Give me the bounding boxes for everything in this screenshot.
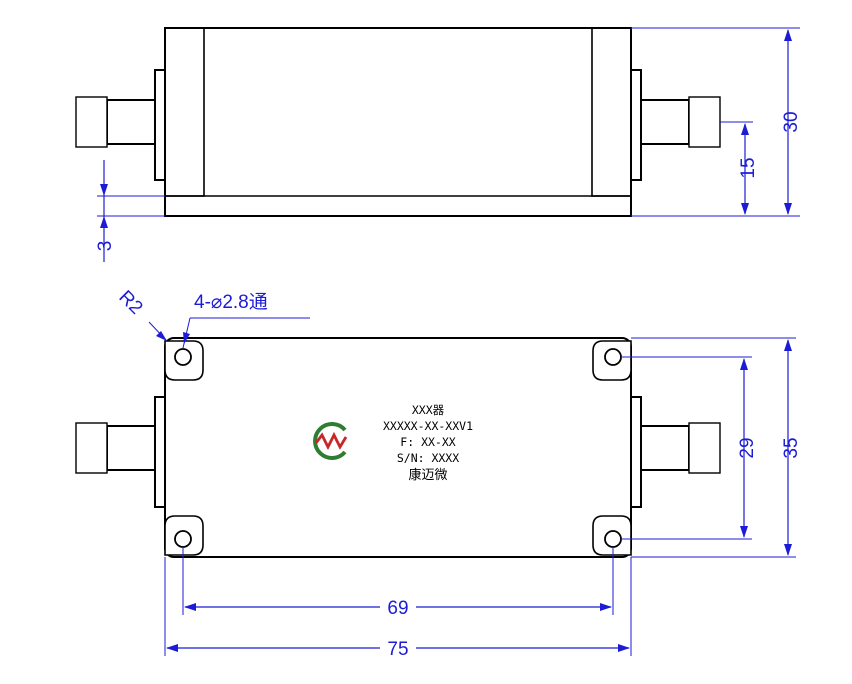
- mounting-hole-top-right: [592, 340, 632, 381]
- top-left-thread: [75, 96, 108, 148]
- corner-radius-note: R2: [114, 287, 146, 319]
- bottom-left-thread: [75, 422, 108, 474]
- logo: [313, 422, 348, 460]
- bottom-left-flange: [154, 396, 166, 508]
- mounting-hole-bottom-right: [592, 515, 632, 556]
- top-right-barrel: [640, 99, 690, 145]
- dim-text-3: 3: [95, 241, 116, 252]
- top-view: 30 15 3: [75, 27, 802, 262]
- bottom-right-barrel: [640, 425, 690, 471]
- hole-note: 4-⌀2.8通: [194, 291, 268, 313]
- mounting-hole-top-left: [164, 340, 204, 381]
- dim-text-15: 15: [738, 157, 759, 178]
- mounting-hole-bottom-left: [164, 515, 204, 556]
- dim-text-29: 29: [737, 437, 758, 458]
- bottom-right-thread: [688, 422, 721, 474]
- bottom-view: XXX器 XXXXX-XX-XXV1 F: XX-XX S/N: XXXX 康迈…: [75, 287, 802, 660]
- label-brand: 康迈微: [408, 467, 447, 483]
- dim-text-35: 35: [781, 437, 802, 458]
- product-label: XXX器 XXXXX-XX-XXV1 F: XX-XX S/N: XXXX 康迈…: [383, 403, 473, 483]
- label-serial-number: S/N: XXXX: [397, 451, 459, 465]
- bottom-body: [164, 337, 632, 558]
- top-right-flange: [630, 69, 642, 181]
- top-right-thread: [688, 96, 721, 148]
- top-left-barrel: [106, 99, 156, 145]
- bottom-right-flange: [630, 396, 642, 508]
- top-body: [164, 27, 632, 217]
- dim-text-30: 30: [781, 111, 802, 132]
- label-product-type: XXX器: [412, 403, 445, 417]
- label-frequency: F: XX-XX: [400, 435, 455, 449]
- top-left-flange: [154, 69, 166, 181]
- dim-text-75: 75: [387, 639, 408, 660]
- bottom-left-barrel: [106, 425, 156, 471]
- label-model-number: XXXXX-XX-XXV1: [383, 419, 473, 433]
- dim-text-69: 69: [387, 598, 408, 619]
